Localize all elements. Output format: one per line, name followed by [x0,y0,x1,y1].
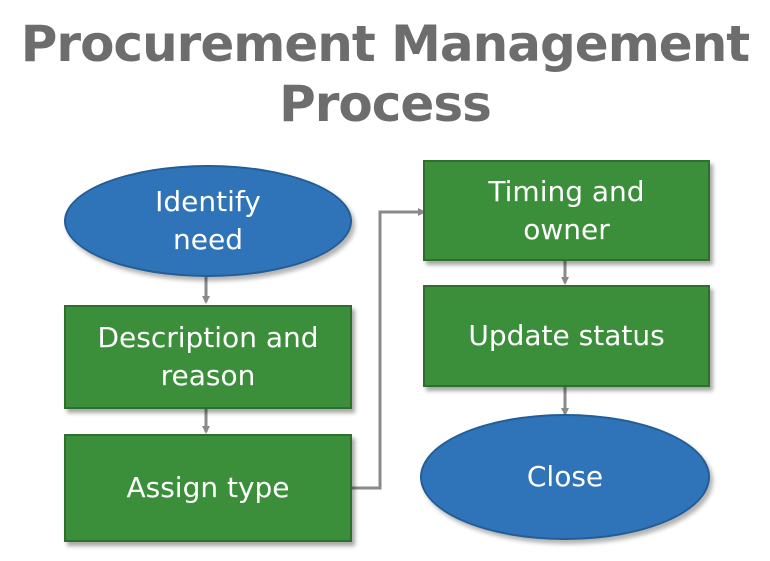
node-timing-and-owner: Timing and owner [423,160,710,261]
arrow-assign-to-timing [352,208,426,490]
node-description-and-reason: Description and reason [64,305,352,409]
node-assign-type: Assign type [64,434,352,542]
diagram-title: Procurement Management Process [20,15,750,133]
node-update-status: Update status [423,285,710,387]
node-identify-need: Identify need [64,165,352,277]
node-close: Close [420,414,710,540]
